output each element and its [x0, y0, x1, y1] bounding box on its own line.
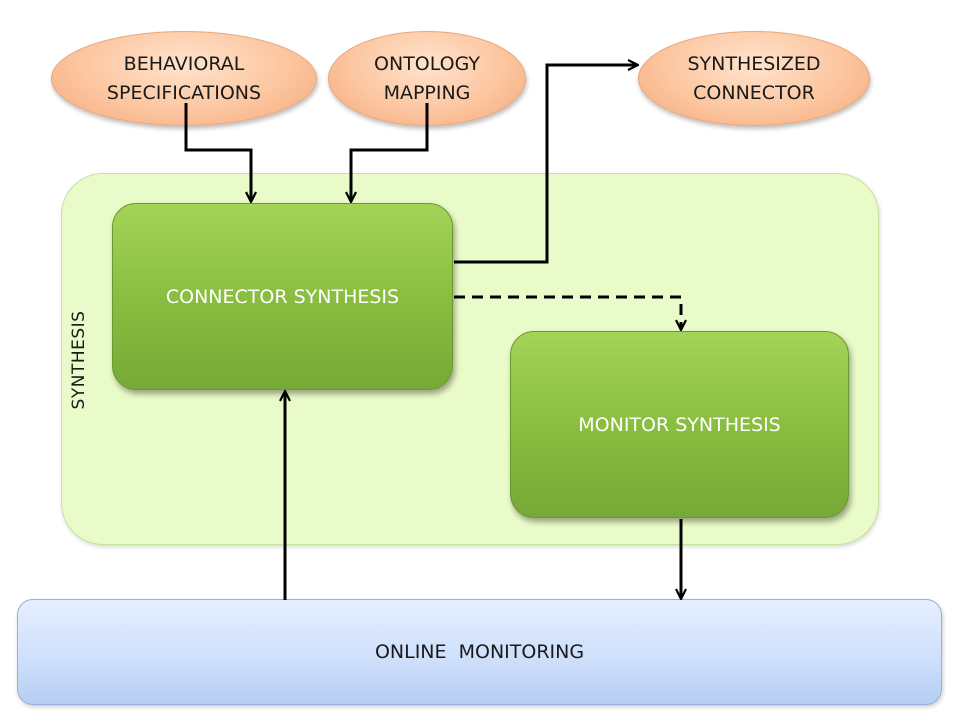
synthesized-connector-ellipse: SYNTHESIZED CONNECTOR [638, 31, 870, 126]
online-monitoring-label: ONLINE MONITORING [374, 641, 585, 663]
connector-synthesis-label: CONNECTOR SYNTHESIS [165, 286, 400, 308]
ontology-mapping-ellipse: ONTOLOGY MAPPING [328, 31, 526, 126]
synthesized-connector-line-2: CONNECTOR [693, 81, 815, 104]
behavioral-specifications-ellipse: BEHAVIORAL SPECIFICATIONS [51, 31, 317, 126]
behavioral-specifications-line-1: BEHAVIORAL [123, 52, 245, 75]
behavioral-specifications-line-2: SPECIFICATIONS [106, 81, 262, 104]
online-monitoring-bar: ONLINE MONITORING [17, 599, 942, 705]
ontology-mapping-line-1: ONTOLOGY [374, 52, 480, 75]
monitor-synthesis-label: MONITOR SYNTHESIS [578, 413, 781, 436]
monitor-synthesis-box: MONITOR SYNTHESIS [510, 331, 849, 518]
ontology-mapping-line-2: MAPPING [383, 81, 471, 104]
synthesized-connector-line-1: SYNTHESIZED [687, 52, 821, 75]
synthesis-region-label: SYNTHESIS [69, 310, 89, 410]
connector-synthesis-box: CONNECTOR SYNTHESIS [112, 203, 453, 390]
